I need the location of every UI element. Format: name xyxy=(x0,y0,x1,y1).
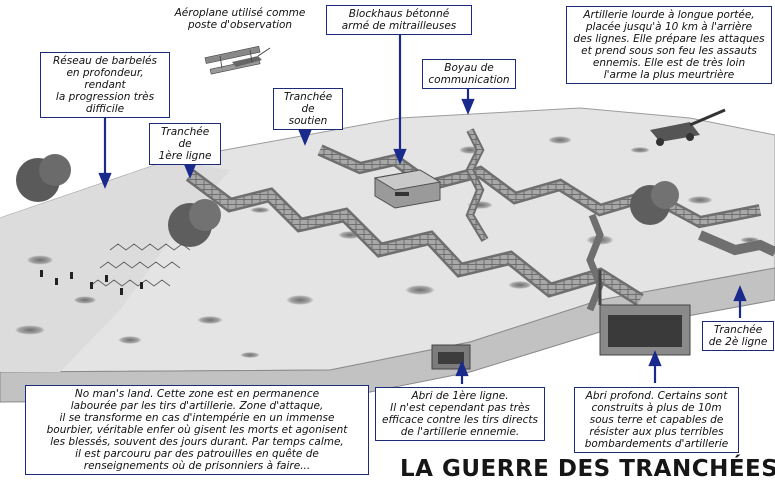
page-title: LA GUERRE DES TRANCHÉES xyxy=(400,456,775,482)
soldiers xyxy=(40,270,143,295)
label-deuxieme-ligne: Tranchée de 2è ligne xyxy=(702,321,774,351)
label-nomansland: No man's land. Cette zone est en permane… xyxy=(25,385,369,475)
arrow-abri-profond xyxy=(648,350,662,383)
communication-trench xyxy=(465,128,604,312)
dugout-deep xyxy=(598,270,691,356)
arrow-deuxieme xyxy=(733,285,747,318)
label-boyau: Boyau de communication xyxy=(422,59,516,89)
label-blockhaus: Blockhaus bétonné armé de mitrailleuses xyxy=(326,5,472,35)
second-line-trench xyxy=(698,230,775,257)
label-artillerie: Artillerie lourde à longue portée, placé… xyxy=(566,6,772,84)
label-abri-premiere: Abri de 1ère ligne. Il n'est cependant p… xyxy=(375,387,545,441)
blockhaus xyxy=(373,169,442,209)
arrow-barbeles xyxy=(98,108,112,189)
label-barbeles: Réseau de barbelés en profondeur, rendan… xyxy=(40,52,170,118)
heavy-artillery xyxy=(650,108,726,146)
label-abri-profond: Abri profond. Certains sont construits à… xyxy=(574,387,739,453)
pointer-arrows xyxy=(98,35,747,384)
dugout-shallow xyxy=(431,344,471,370)
aeroplane xyxy=(204,45,271,75)
arrow-blockhaus xyxy=(393,35,407,165)
label-soutien: Tranchée de soutien xyxy=(273,88,343,130)
trees xyxy=(16,154,679,247)
front-line-trench xyxy=(185,169,644,306)
barbed-wire xyxy=(89,243,191,287)
label-aeroplane: Aéroplane utilisé comme poste d'observat… xyxy=(174,7,306,31)
arrow-boyau xyxy=(461,85,475,115)
label-premiere-ligne: Tranchée de 1ère ligne xyxy=(149,123,221,165)
arrow-abri1 xyxy=(455,360,469,384)
